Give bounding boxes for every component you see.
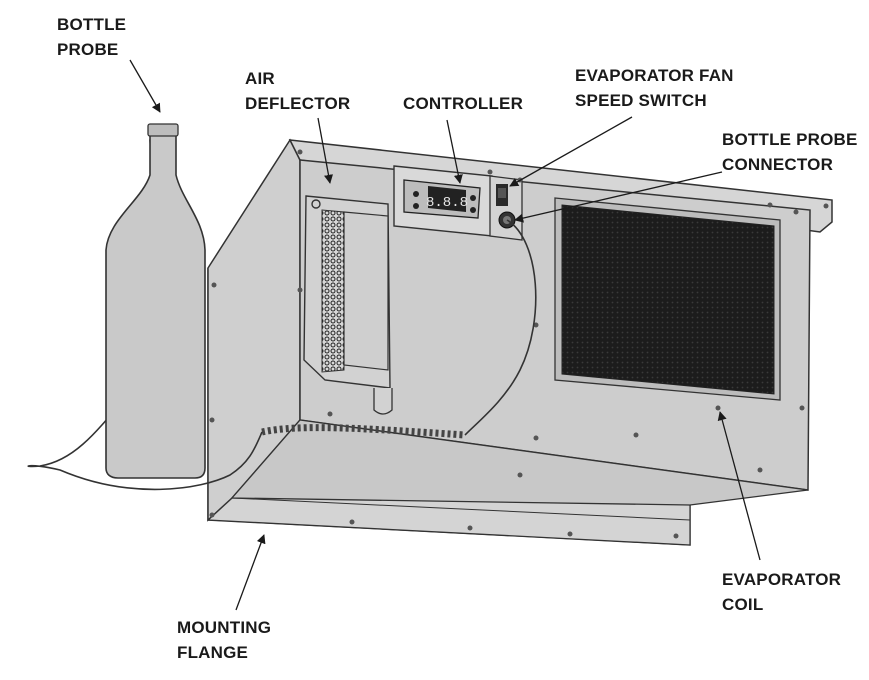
label-mounting-flange-line1: MOUNTING [177,618,272,637]
arrow-bottle-probe [129,59,161,113]
label-air-deflector-line1: AIR [245,69,275,88]
arrow-probe-connector [514,171,723,223]
label-probe-connector-line2: CONNECTOR [722,155,834,174]
label-bottle-probe-line1: BOTTLE [57,15,127,34]
label-mounting-flange: MOUNTING FLANGE [177,615,271,665]
arrow-air-deflector [317,117,333,184]
arrow-evaporator-coil [717,411,761,561]
air-deflector [303,195,393,415]
label-fan-switch-line2: SPEED SWITCH [575,91,707,110]
label-bottle-probe-line2: PROBE [57,40,119,59]
label-air-deflector-line2: DEFLECTOR [245,94,351,113]
bottom-face [230,419,809,521]
label-air-deflector: AIR DEFLECTOR [245,66,350,116]
leader-lines [129,59,761,611]
label-evaporator-coil: EVAPORATOR COIL [722,567,841,617]
switch-plate [489,175,523,241]
evaporator-coil [554,197,781,401]
label-controller-line1: CONTROLLER [403,94,524,113]
label-fan-switch-line1: EVAPORATOR FAN [575,66,734,85]
label-probe-connector: BOTTLE PROBE CONNECTOR [722,127,858,177]
label-evaporator-coil-line1: EVAPORATOR [722,570,842,589]
arrow-mounting-flange [235,534,266,611]
bottle [105,123,206,479]
arrow-controller [446,119,463,184]
label-mounting-flange-line2: FLANGE [177,643,249,662]
label-bottle-probe: BOTTLE PROBE [57,12,126,62]
rivets [209,149,829,539]
label-evaporator-coil-line2: COIL [722,595,764,614]
controller-panel: 8.8.8 [393,165,493,237]
label-probe-connector-line1: BOTTLE PROBE [722,130,858,149]
label-fan-switch: EVAPORATOR FAN SPEED SWITCH [575,63,734,113]
controller-display: 8.8.8 [426,195,468,211]
arrow-fan-switch [509,116,633,187]
label-controller: CONTROLLER [403,91,523,116]
